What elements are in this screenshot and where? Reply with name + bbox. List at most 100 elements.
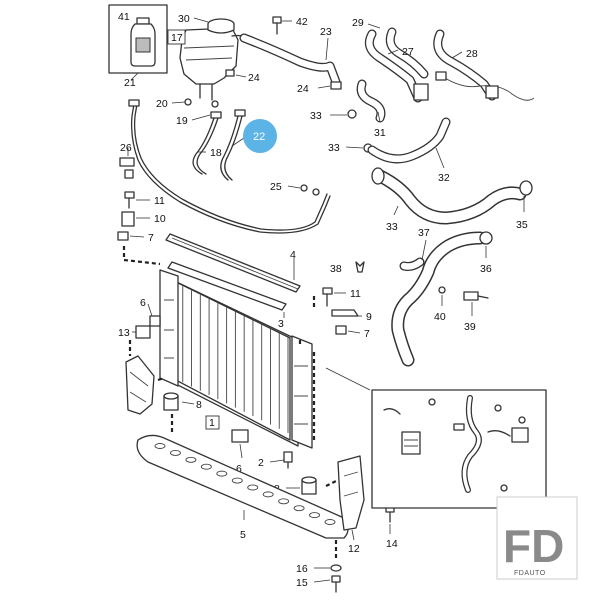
- callout-38: 38: [330, 263, 342, 275]
- callout-21: 21: [124, 77, 136, 89]
- clip-33a: [347, 109, 357, 119]
- callout-36: 36: [480, 263, 492, 275]
- callout-13: 13: [118, 327, 130, 339]
- screw-2: [283, 451, 293, 469]
- callout-25: 25: [270, 181, 282, 193]
- connector-25: [300, 184, 320, 196]
- rubber-mount-8a: [163, 392, 179, 411]
- callout-33c: 33: [386, 221, 398, 233]
- callout-5: 5: [240, 529, 246, 541]
- bolt-11a: [124, 191, 135, 209]
- callout-12: 12: [348, 543, 360, 555]
- clip-7a: [117, 231, 129, 241]
- highlight-callout-22: [243, 119, 277, 153]
- plate-hole: [170, 449, 181, 456]
- bolt-11b: [322, 287, 333, 307]
- plate-hole: [293, 505, 305, 512]
- plate-hole: [247, 484, 259, 491]
- callout-22: 22: [253, 131, 265, 143]
- watermark-logo: FD FDAUTO: [496, 496, 578, 580]
- clamp-24a: [225, 69, 235, 77]
- callout-41: 41: [118, 11, 130, 23]
- callout-27: 27: [402, 46, 414, 58]
- clamp-36: [479, 231, 493, 245]
- hose-23: [239, 33, 341, 87]
- cap-35: [519, 180, 533, 196]
- hose-33c: [371, 167, 527, 225]
- callout-10: 10: [154, 213, 166, 225]
- callout-24a: 24: [248, 72, 260, 84]
- bracket-9: [331, 309, 359, 317]
- bolt-15: [331, 575, 341, 593]
- callout-30: 30: [178, 13, 190, 25]
- plate-hole: [278, 498, 290, 505]
- hose-22: [220, 109, 246, 181]
- callout-14: 14: [386, 538, 398, 550]
- callout-40: 40: [434, 311, 446, 323]
- pipe-26: [119, 99, 331, 234]
- callout-box-1: [205, 415, 220, 430]
- detail-inset: [325, 367, 547, 509]
- watermark-mark: FD: [503, 520, 564, 572]
- plate-hole: [154, 443, 166, 449]
- callout-26: 26: [120, 142, 132, 154]
- seal-strip-3: [167, 261, 287, 311]
- bracket-13: [135, 325, 151, 339]
- callout-11a: 11: [154, 195, 165, 207]
- plate-hole: [216, 470, 228, 477]
- plate-hole: [262, 491, 274, 498]
- radiator: [159, 269, 313, 449]
- callout-6b: 6: [236, 463, 242, 475]
- seal-strip-4: [165, 233, 301, 293]
- plate-hole: [324, 519, 336, 525]
- callout-35: 35: [516, 219, 528, 231]
- callout-28: 28: [466, 48, 478, 60]
- callout-24b: 24: [297, 83, 309, 95]
- sensor-39-40: [438, 286, 489, 301]
- callout-33b: 33: [328, 142, 340, 154]
- bracket-6a: [149, 315, 161, 327]
- bracket-12: [337, 455, 365, 531]
- callout-39: 39: [464, 321, 476, 333]
- callout-6a: 6: [140, 297, 146, 309]
- callout-4: 4: [290, 249, 296, 261]
- callout-7a: 7: [148, 232, 154, 244]
- support-plate-5: [136, 434, 349, 539]
- hose-18: [192, 111, 222, 175]
- callout-31: 31: [374, 127, 386, 139]
- callout-37: 37: [418, 227, 430, 239]
- callout-19: 19: [176, 115, 188, 127]
- plate-hole: [200, 463, 212, 470]
- bracket-10: [121, 211, 135, 227]
- callout-32: 32: [438, 172, 450, 184]
- callout-11b: 11: [350, 288, 361, 300]
- bolt-42: [272, 16, 282, 35]
- bracket-6b: [231, 429, 249, 443]
- clip-7b: [335, 325, 347, 335]
- rubber-mount-8b: [301, 476, 317, 495]
- callout-15: 15: [296, 577, 308, 589]
- callout-box-17: [167, 29, 186, 45]
- clip-16b: [330, 564, 342, 572]
- hose-27: [364, 27, 429, 103]
- callout-18: 18: [210, 147, 222, 159]
- callout-17: 17: [171, 32, 183, 44]
- callout-20: 20: [156, 98, 168, 110]
- callout-42: 42: [296, 16, 308, 28]
- hose-32: [367, 117, 451, 164]
- coolant-bottle-inset: [108, 4, 168, 81]
- clip-38: [355, 261, 365, 273]
- plate-hole: [309, 512, 320, 519]
- hose-28: [433, 29, 535, 101]
- plate-hole: [231, 477, 243, 484]
- callout-1: 1: [209, 417, 215, 429]
- expansion-tank: [179, 18, 251, 108]
- callout-9: 9: [366, 311, 372, 323]
- callout-8a: 8: [196, 399, 202, 411]
- callout-3: 3: [278, 318, 284, 330]
- callout-29: 29: [352, 17, 364, 29]
- hose-37: [391, 231, 487, 367]
- frame-bracket-left: [125, 355, 155, 415]
- watermark-caption: FDAUTO: [514, 570, 546, 577]
